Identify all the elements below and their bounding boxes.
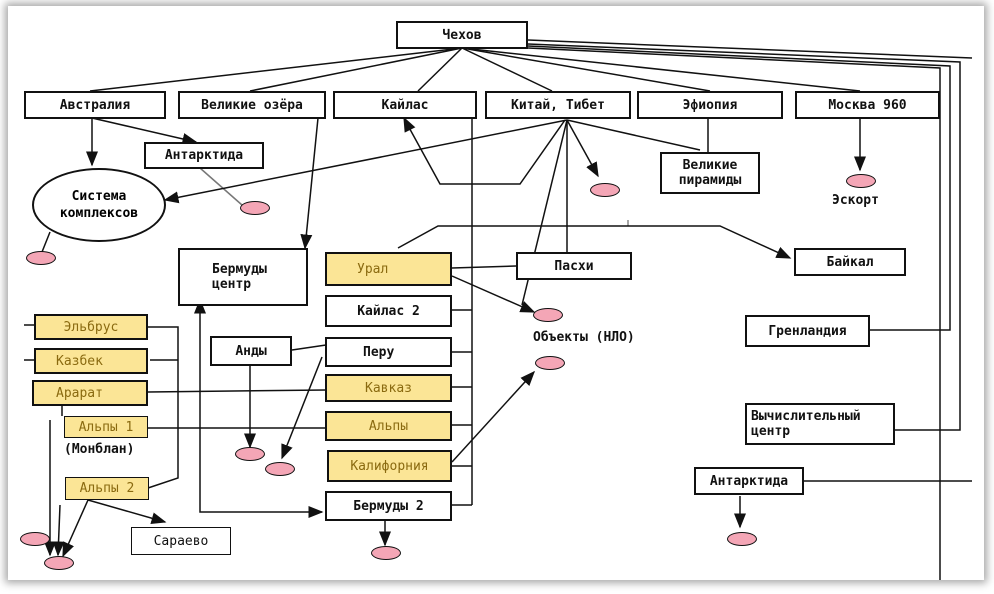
node-chekhov: Чехов [396,21,528,49]
great-pyramids-line-1: Великие [682,158,738,173]
node-alps-2: Альпы 2 [65,477,149,500]
node-antarctida-top: Антарктида [144,142,264,169]
node-great-lakes: Великие озёра [178,91,326,119]
marker-peru [265,462,295,476]
label-escort: Эскорт [832,193,879,208]
node-baikal: Байкал [794,248,906,276]
bermuda-center-line-2: центр [212,277,252,292]
node-china-tibet: Китай, Тибет [485,91,631,119]
node-paskhi: Пасхи [516,252,632,280]
node-elbrus: Эльбрус [34,314,148,340]
marker-escort [846,174,876,188]
node-computing-center: Вычислительный центр [745,403,895,445]
system-complexes-line-1: Система [71,189,127,204]
node-alps-1: Альпы 1 [64,416,148,438]
great-pyramids-line-2: пирамиды [678,173,742,188]
label-montblanc: (Монблан) [64,442,135,457]
marker-left-1 [20,532,50,546]
marker-china-tibet [590,183,620,197]
node-australia: Австралия [24,91,166,119]
node-antarctida-bottom: Антарктида [694,467,804,495]
marker-andy [235,447,265,461]
computing-center-line-2: центр [751,424,791,439]
node-moscow-960: Москва 960 [795,91,940,119]
marker-left-2 [44,556,74,570]
marker-antarctida-bottom [727,532,757,546]
label-ufo-objects: Объекты (НЛО) [533,330,635,345]
node-peru: Перу [325,337,452,367]
node-kailas-2: Кайлас 2 [325,295,452,327]
node-sarajevo: Сараево [131,527,231,555]
marker-ufo-1 [533,308,563,322]
node-alps: Альпы [325,411,452,441]
bermuda-center-line-1: Бермуды [212,262,267,277]
system-complexes-line-2: комплексов [59,206,139,221]
marker-bermuda-2 [371,546,401,560]
node-great-pyramids: Великие пирамиды [660,152,760,194]
marker-ufo-2 [535,356,565,370]
node-california: Калифорния [327,450,452,482]
node-kazbek: Казбек [34,348,148,374]
marker-system-complexes [26,251,56,265]
node-bermuda-2: Бермуды 2 [325,491,452,521]
node-ethiopia: Эфиопия [637,91,783,119]
node-greenland: Гренландия [745,315,870,347]
node-kailas: Кайлас [333,91,477,119]
node-ararat: Арарат [32,380,148,406]
computing-center-line-1: Вычислительный [751,409,861,424]
node-kavkaz: Кавказ [325,374,452,402]
node-andy: Анды [210,336,292,366]
node-system-complexes: Система комплексов [32,168,166,242]
node-ural: Урал [325,252,452,286]
node-bermuda-center: Бермуды центр [178,248,308,306]
marker-antarctida [240,201,270,215]
